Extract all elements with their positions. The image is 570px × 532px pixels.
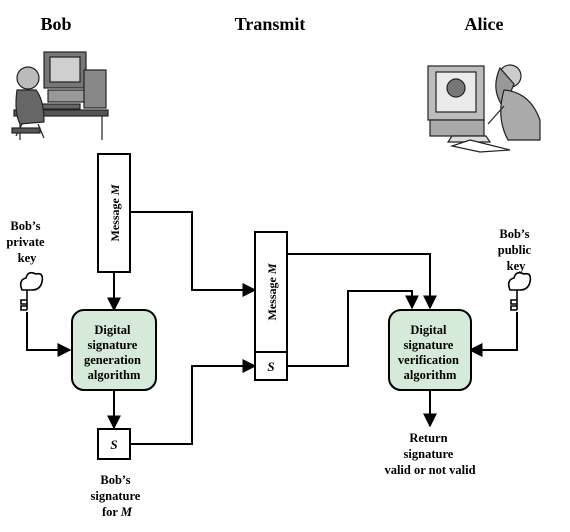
verification-algorithm-box [388, 309, 472, 391]
verification-result-label: Return signature valid or not valid [384, 431, 475, 477]
transmitted-message-label: Message M [265, 263, 279, 320]
public-key-arrow [468, 312, 518, 357]
generation-algorithm-box [71, 309, 157, 391]
header-transmit: Transmit [235, 14, 306, 34]
public-key-label: Bob’s public key [498, 227, 534, 273]
message-to-verification-arrow [286, 253, 437, 310]
transmitted-signature-s: S [267, 359, 274, 374]
message-transmit-arrow [130, 211, 257, 297]
transmitted-signature-box [254, 351, 288, 381]
alice-computer-illustration [427, 64, 541, 153]
bob-computer-illustration [11, 51, 109, 140]
header-alice: Alice [465, 14, 504, 34]
signature-to-verification-arrow [286, 290, 419, 367]
signature-transmit-arrow [130, 359, 257, 445]
bob-signature-box [97, 428, 131, 460]
public-key-icon [507, 271, 532, 311]
bob-signature-label: Bob’s signature for M [91, 473, 144, 519]
private-key-arrow [26, 312, 72, 357]
private-key-icon [19, 271, 44, 311]
header-bob: Bob [40, 14, 71, 34]
private-key-label: Bob’s private key [6, 219, 47, 265]
bob-message-box [97, 153, 131, 273]
transmitted-message-box [254, 231, 288, 353]
bob-signature-s: S [110, 437, 117, 452]
bob-message-label: Message M [108, 184, 122, 241]
verification-algorithm-label: Digital signature verification algorithm [398, 323, 462, 382]
generation-algorithm-label: Digital signature generation algorithm [84, 323, 144, 382]
